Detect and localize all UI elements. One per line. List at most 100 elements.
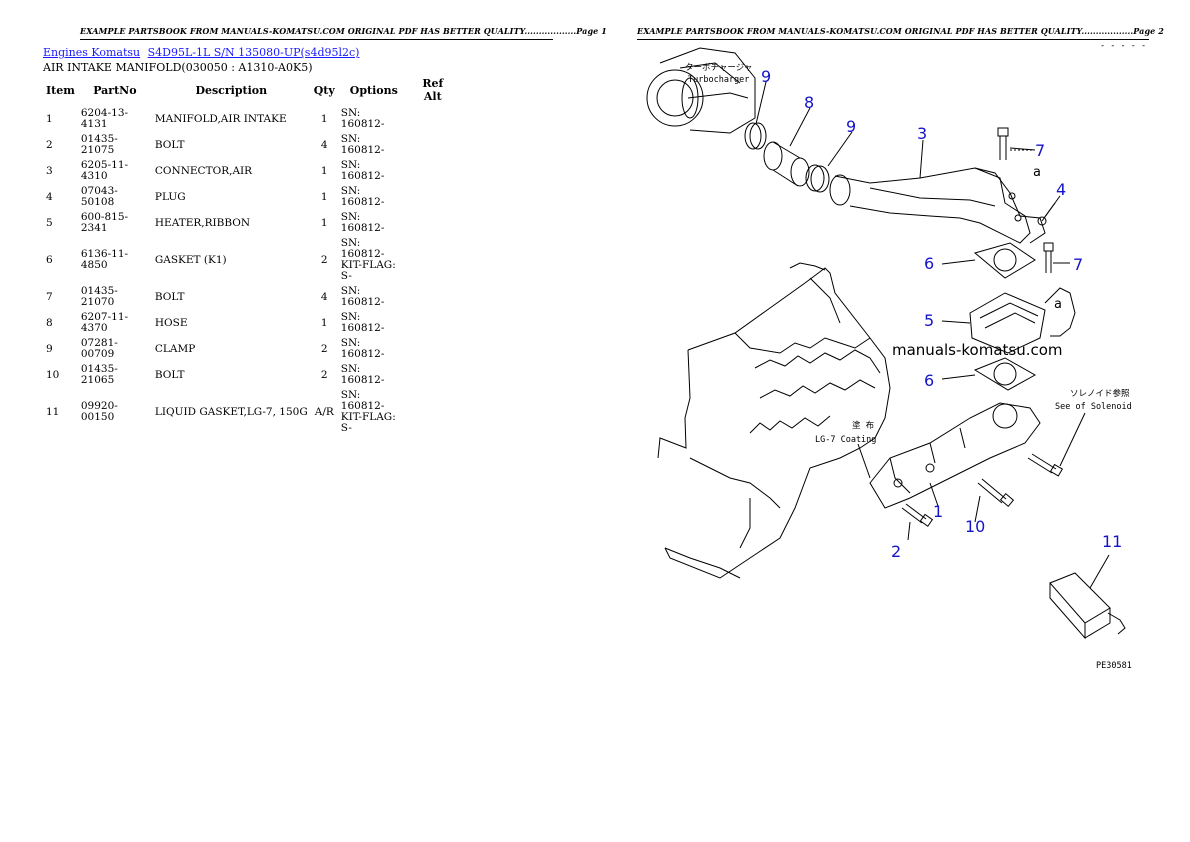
cell-ref-alt: [410, 310, 456, 336]
column-header-qty: Qty: [313, 83, 335, 97]
callout-11: 11: [1102, 532, 1122, 551]
callout-2: 2: [891, 542, 901, 561]
cell-part-no: 600-815-2341: [80, 211, 129, 234]
cell-qty: 1: [320, 112, 328, 125]
callout-1: 1: [933, 502, 943, 521]
cell-options: SN: 160812-: [338, 132, 410, 158]
cell-part-no: 01435-21065: [80, 363, 118, 386]
solenoid-jp-label: ソレノイド参照: [1070, 388, 1130, 399]
cell-description: CONNECTOR,AIR: [154, 164, 253, 177]
cell-options: SN: 160812-: [338, 336, 410, 362]
cell-item: 6: [46, 253, 53, 266]
callout-4: 4: [1056, 180, 1066, 199]
cell-part-no: 07043-50108: [80, 185, 118, 208]
cell-options: SN: 160812-: [338, 284, 410, 310]
cell-item: 5: [46, 216, 53, 229]
corner-code: - - - - -: [1100, 41, 1146, 51]
cell-ref-alt: [410, 336, 456, 362]
cell-description: MANIFOLD,AIR INTAKE: [154, 112, 287, 125]
cell-ref-alt: [410, 362, 456, 388]
cell-description: BOLT: [154, 290, 185, 303]
table-row: 3 6205-11-4310 CONNECTOR,AIR 1 SN: 160812-: [43, 158, 456, 184]
cell-qty: A/R: [314, 405, 334, 418]
watermark: manuals-komatsu.com: [892, 341, 1063, 359]
cell-item: 1: [46, 112, 53, 125]
callout-a-lower: a: [1054, 297, 1062, 312]
options-line: SN: 160812-: [340, 237, 385, 260]
cell-item: 11: [46, 405, 60, 418]
cell-qty: 1: [320, 216, 328, 229]
cell-description: BOLT: [154, 368, 185, 381]
cell-qty: 2: [320, 368, 328, 381]
cell-qty: 2: [320, 342, 328, 355]
cell-ref-alt: [410, 158, 456, 184]
cell-options: SN: 160812-: [338, 362, 410, 388]
column-header-options: Options: [349, 83, 398, 97]
cell-description: HEATER,RIBBON: [154, 216, 251, 229]
column-header-item: Item: [46, 83, 75, 97]
cell-qty: 1: [320, 190, 328, 203]
cell-item: 2: [46, 138, 53, 151]
cell-options: SN: 160812-: [338, 310, 410, 336]
intake-manifold-1-shape: [869, 402, 1041, 509]
callout-leaders: [755, 81, 1110, 589]
callout-3: 3: [917, 124, 927, 143]
cell-item: 3: [46, 164, 53, 177]
cell-qty: 2: [320, 253, 328, 266]
cell-options: SN: 160812-: [338, 106, 410, 132]
options-line: SN: 160812-: [340, 133, 385, 156]
cell-ref-alt: [410, 388, 456, 436]
callout-8: 8: [804, 93, 814, 112]
options-line: SN: 160812-: [340, 107, 385, 130]
exploded-parts-diagram: ターボチャージャ Turbocharger: [646, 41, 1146, 671]
options-line: SN: 160812-: [340, 159, 385, 182]
figure-code: PE30581: [1096, 661, 1132, 671]
options-line: SN: 160812-: [340, 211, 385, 234]
bolt-7-upper-shape: [997, 127, 1035, 160]
ribbon-heater-5-shape: [969, 287, 1076, 354]
breadcrumb-link-engines[interactable]: Engines Komatsu: [43, 46, 141, 59]
cell-ref-alt: [410, 132, 456, 158]
page-title: AIR INTAKE MANIFOLD(030050 : A1310-A0K5): [43, 61, 313, 74]
column-header-partno: PartNo: [93, 83, 137, 97]
page-header-right: EXAMPLE PARTSBOOK FROM MANUALS-KOMATSU.C…: [637, 26, 1164, 40]
cell-description: HOSE: [154, 316, 188, 329]
cell-ref-alt: [410, 236, 456, 284]
column-header-description: Description: [195, 83, 268, 97]
cell-qty: 1: [320, 164, 328, 177]
cell-part-no: 6205-11-4310: [80, 159, 129, 182]
table-row: 10 01435-21065 BOLT 2 SN: 160812-: [43, 362, 456, 388]
liquid-gasket-tube-11-shape: [1049, 572, 1126, 640]
cell-options: SN: 160812-KIT-FLAG: S-: [338, 236, 410, 284]
parts-table: Item PartNo Description Qty Options Ref …: [43, 76, 456, 436]
header-text: EXAMPLE PARTSBOOK FROM MANUALS-KOMATSU.C…: [80, 26, 607, 36]
options-line: SN: 160812-: [340, 389, 385, 412]
cell-item: 7: [46, 290, 53, 303]
cell-qty: 4: [320, 138, 328, 151]
gasket-6-upper-shape: [973, 242, 1036, 279]
breadcrumb-link-model[interactable]: S4D95L-1L S/N 135080-UP(s4d95l2c): [147, 46, 360, 59]
cell-ref-alt: [410, 106, 456, 132]
callout-a-upper: a: [1033, 165, 1041, 180]
turbocharger-outline: [646, 47, 756, 134]
options-line: SN: 160812-: [340, 185, 385, 208]
cell-ref-alt: [410, 284, 456, 310]
cell-part-no: 07281-00709: [80, 337, 118, 360]
cell-part-no: 01435-21070: [80, 285, 118, 308]
table-row: 5 600-815-2341 HEATER,RIBBON 1 SN: 160812-: [43, 210, 456, 236]
bolt-solenoid-shape: [1027, 412, 1086, 477]
clamp-9-lower-shape: [805, 164, 830, 193]
page-header-left: EXAMPLE PARTSBOOK FROM MANUALS-KOMATSU.C…: [80, 26, 607, 40]
callout-5: 5: [924, 311, 934, 330]
cell-item: 10: [46, 368, 60, 381]
cell-options: SN: 160812-: [338, 184, 410, 210]
clamp-9-upper-shape: [744, 122, 767, 150]
options-line: SN: 160812-: [340, 337, 385, 360]
options-line: SN: 160812-: [340, 363, 385, 386]
